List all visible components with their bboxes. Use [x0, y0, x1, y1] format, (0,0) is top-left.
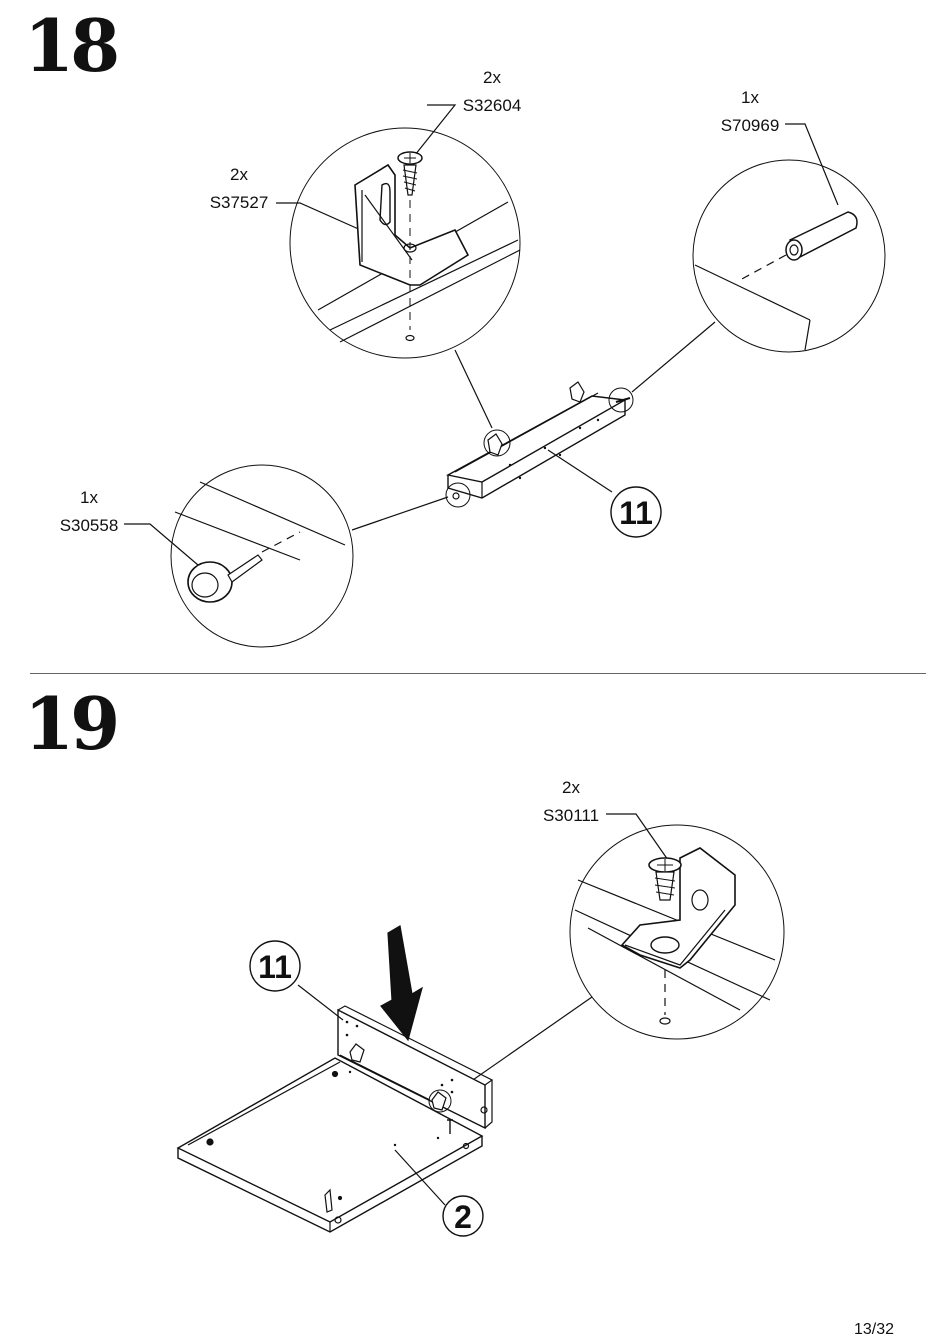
- part-s30111-qty: 2x: [562, 778, 580, 797]
- assembly-step19: [176, 984, 494, 1233]
- detail-connectors: [351, 321, 716, 531]
- callout-11-step18: [610, 486, 662, 538]
- callout-11-step19: [249, 940, 301, 992]
- part-s30111-code: S30111: [542, 806, 600, 825]
- part-s37527-qty: 2x: [230, 165, 248, 184]
- bracket-detail-circle: [289, 127, 521, 359]
- callout-2-step19-text: 2: [454, 1199, 472, 1235]
- step18-leaders: [124, 104, 839, 566]
- callout-11-step18-text: 11: [619, 495, 653, 531]
- step-18-number: 18: [24, 3, 120, 88]
- cam-pin-detail-circle: [170, 464, 354, 648]
- part-s70969-code: S70969: [720, 116, 780, 135]
- dowel-detail-circle: [692, 159, 886, 353]
- part-s30558-code: S30558: [59, 516, 119, 535]
- panel-11-step18: [445, 381, 634, 508]
- bracket-screw-detail-circle-19: [569, 824, 785, 1040]
- part-s32604-qty: 2x: [483, 68, 501, 87]
- step19-leaders: [606, 813, 669, 861]
- down-arrow: [380, 925, 423, 1042]
- step-divider: [30, 673, 926, 674]
- part-s30558-qty: 1x: [80, 488, 98, 507]
- part-s32604-code: S32604: [462, 96, 522, 115]
- callout-2-step19: [442, 1195, 484, 1237]
- callout-11-step19-text: 11: [258, 949, 292, 985]
- part-s37527-code: S37527: [209, 193, 269, 212]
- part-s70969-qty: 1x: [741, 88, 759, 107]
- step-19-number: 19: [24, 681, 120, 766]
- page-number: 13/32: [853, 1321, 894, 1338]
